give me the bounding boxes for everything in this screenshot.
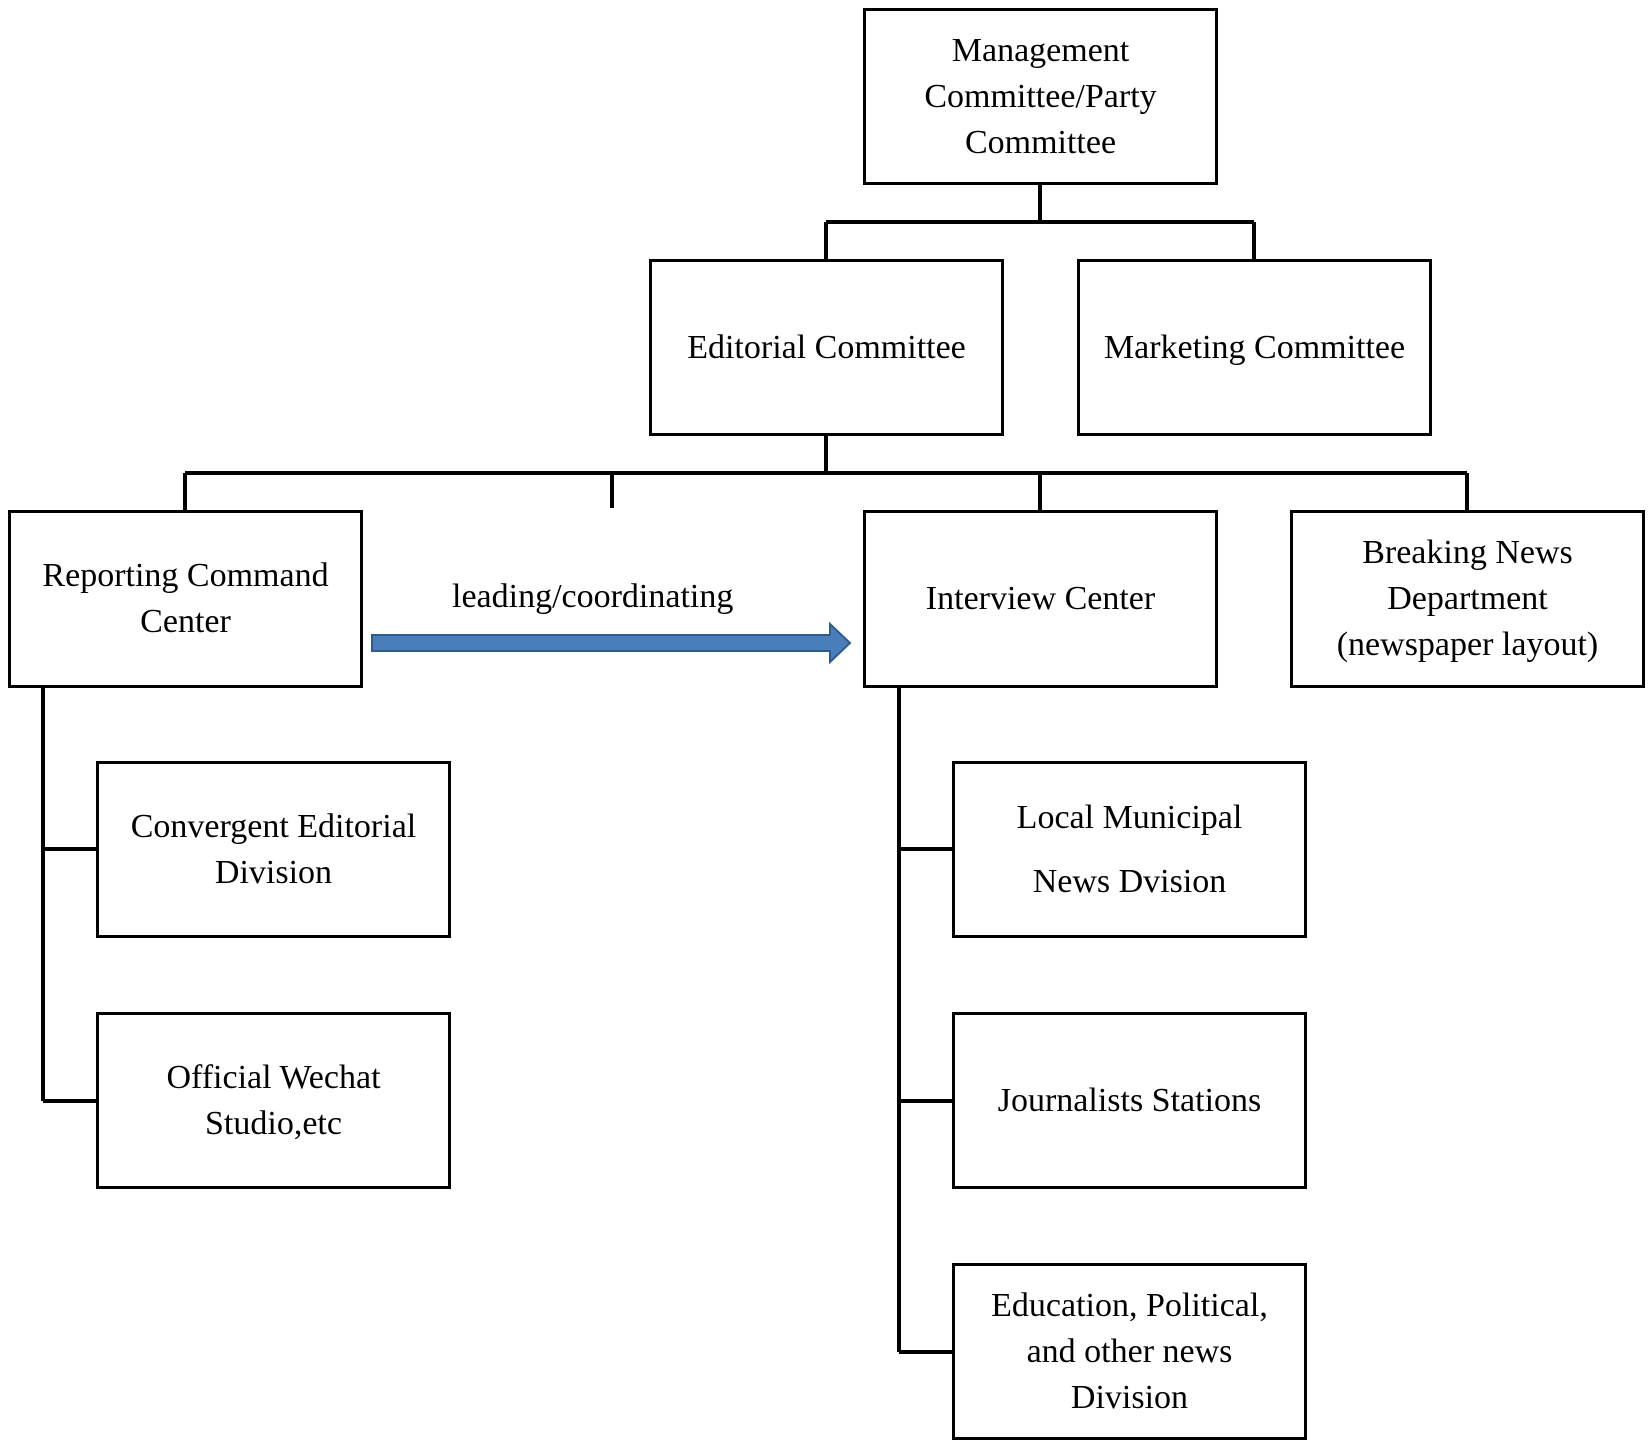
leading-coordinating-label: leading/coordinating xyxy=(452,578,734,615)
education-political-division-label: Education, Political, and other news Div… xyxy=(991,1286,1268,1416)
education-political-division-box: Education, Political, and other news Div… xyxy=(952,1263,1307,1440)
convergent-editorial-division-box: Convergent Editorial Division xyxy=(96,761,451,938)
local-municipal-news-division-label: Local Municipal News Dvision xyxy=(1016,798,1243,900)
reporting-command-center-label: Reporting Command Center xyxy=(42,557,329,640)
official-wechat-studio-box: Official Wechat Studio,etc xyxy=(96,1012,451,1189)
journalists-stations-box: Journalists Stations xyxy=(952,1012,1307,1189)
official-wechat-studio-label: Official Wechat Studio,etc xyxy=(166,1058,381,1142)
marketing-committee-label: Marketing Committee xyxy=(1103,328,1406,366)
interview-center-label: Interview Center xyxy=(925,580,1156,617)
management-committee-box: Management Committee/Party Committee xyxy=(863,8,1218,185)
breaking-news-department-box: Breaking News Department (newspaper layo… xyxy=(1290,510,1645,688)
convergent-editorial-division-label: Convergent Editorial Division xyxy=(130,807,417,891)
editorial-committee-label: Editorial Committee xyxy=(687,328,966,366)
marketing-committee-box: Marketing Committee xyxy=(1077,259,1432,436)
interview-center-box: Interview Center xyxy=(863,510,1218,688)
journalists-stations-label: Journalists Stations xyxy=(997,1081,1262,1119)
management-committee-label: Management Committee/Party Committee xyxy=(924,31,1157,161)
breaking-news-department-label: Breaking News Department (newspaper layo… xyxy=(1336,534,1599,663)
leading-arrow xyxy=(371,621,852,665)
reporting-command-center-box: Reporting Command Center xyxy=(8,510,363,688)
local-municipal-news-division-box: Local Municipal News Dvision xyxy=(952,761,1307,938)
editorial-committee-box: Editorial Committee xyxy=(649,259,1004,436)
